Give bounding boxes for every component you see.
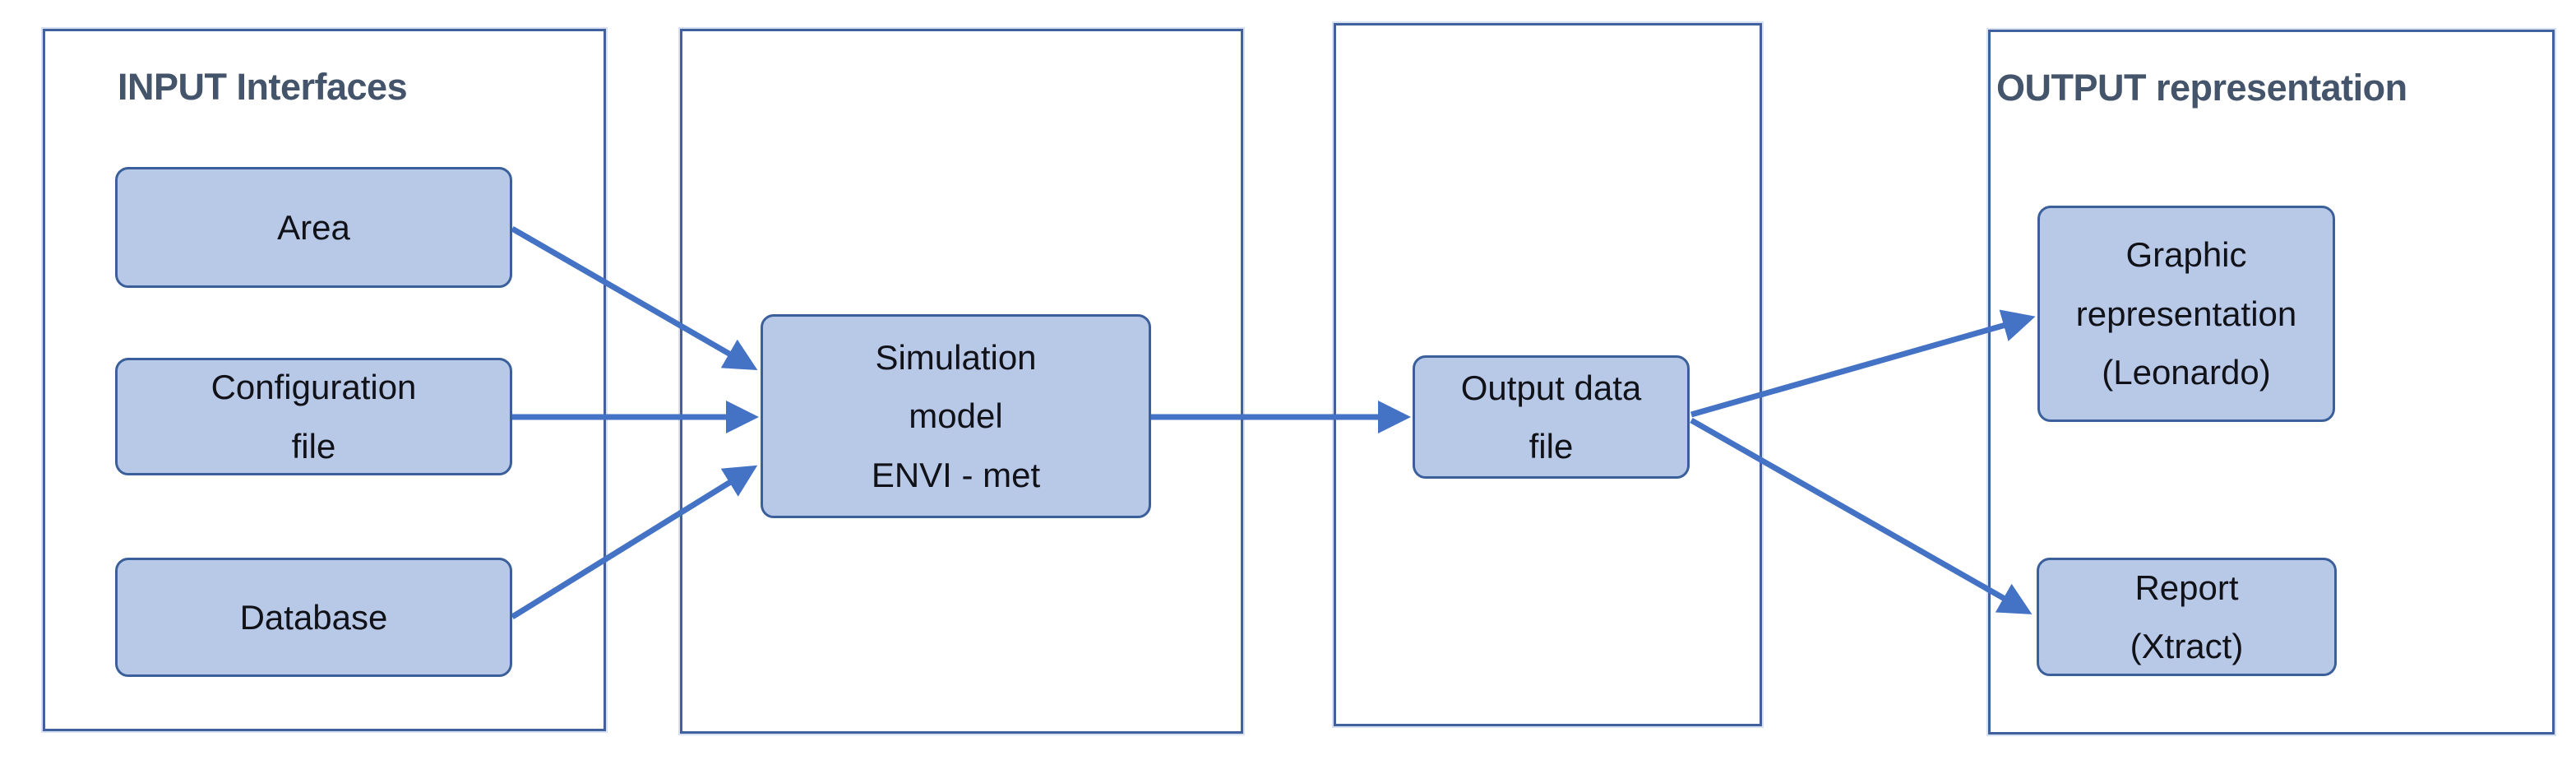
graphic-representation-node: Graphic representation (Leonardo) — [2037, 206, 2335, 422]
output-data-file-node: Output data file — [1413, 355, 1690, 479]
graphic-representation-node-label: Graphic representation (Leonardo) — [2075, 235, 2297, 392]
configuration-file-node-label: Configuration file — [210, 368, 417, 466]
area-node-label: Area — [277, 207, 350, 247]
output-data-file-node-label: Output data file — [1460, 368, 1642, 466]
area-node: Area — [115, 167, 512, 288]
input-interfaces-panel — [43, 29, 606, 731]
simulation-model-node: Simulation model ENVI - met — [761, 314, 1151, 518]
database-node: Database — [115, 558, 512, 677]
report-node: Report (Xtract) — [2037, 558, 2337, 676]
configuration-file-node: Configuration file — [115, 358, 512, 475]
output-representation-title: OUTPUT representation — [1996, 67, 2407, 109]
simulation-panel — [680, 29, 1243, 734]
report-node-label: Report (Xtract) — [2130, 568, 2244, 665]
database-node-label: Database — [239, 597, 388, 637]
input-interfaces-title: INPUT Interfaces — [118, 66, 408, 108]
simulation-model-node-label: Simulation model ENVI - met — [871, 337, 1041, 494]
